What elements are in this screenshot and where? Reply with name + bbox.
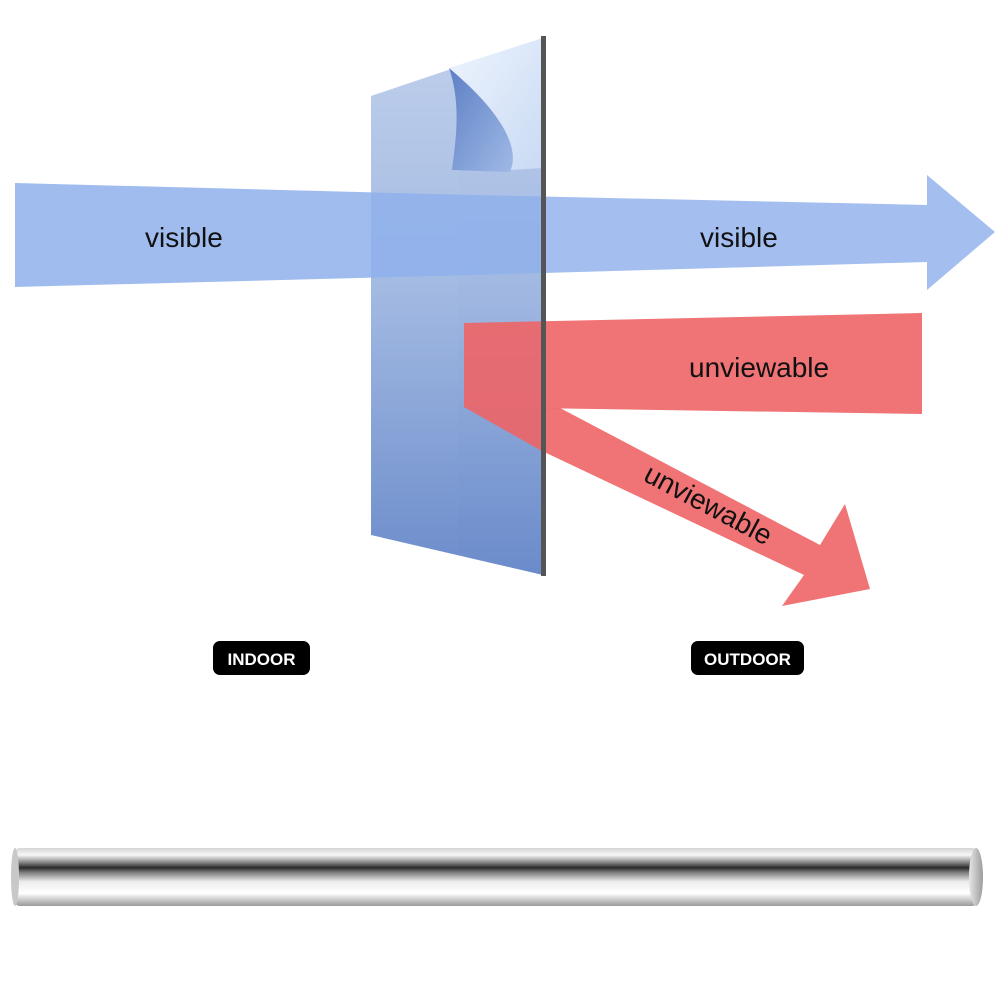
glass-edge bbox=[541, 36, 546, 576]
visible-label-indoor: visible bbox=[145, 222, 223, 253]
outdoor-badge: OUTDOOR bbox=[691, 641, 804, 675]
unviewable-arrow-straight bbox=[464, 313, 922, 414]
indoor-badge-text: INDOOR bbox=[228, 650, 296, 669]
unviewable-arrow-angled bbox=[464, 407, 870, 606]
unviewable-label-straight: unviewable bbox=[689, 352, 829, 383]
visible-arrow-indoor bbox=[15, 183, 474, 287]
film-roll-icon bbox=[11, 848, 983, 906]
visible-arrow-outdoor bbox=[474, 175, 995, 290]
film-corner-peel bbox=[449, 38, 543, 170]
indoor-badge: INDOOR bbox=[213, 641, 310, 675]
film-curl-icon bbox=[449, 68, 513, 172]
visible-label-outdoor: visible bbox=[700, 222, 778, 253]
window-film-panel-icon bbox=[371, 38, 543, 575]
outdoor-badge-text: OUTDOOR bbox=[704, 650, 791, 669]
